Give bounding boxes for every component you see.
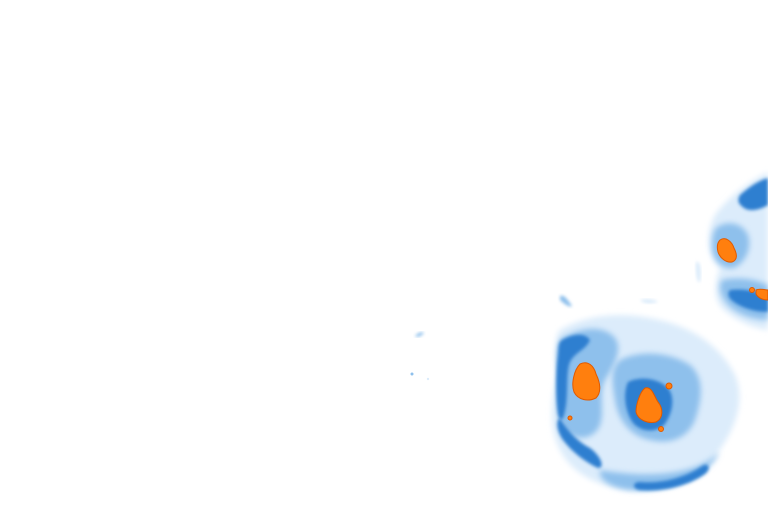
speck-6 <box>640 299 658 304</box>
peak-south-dot-1 <box>665 382 673 390</box>
region-south-high-rim-2 <box>557 418 602 468</box>
speck-2 <box>415 332 424 337</box>
speck-4 <box>426 377 430 381</box>
region-cluster-south <box>552 315 740 491</box>
peak-south-dot-3 <box>567 415 573 421</box>
peak-south-west <box>572 362 601 401</box>
peak-east-south <box>755 288 768 301</box>
speck-1 <box>560 295 572 307</box>
region-south-high-rim <box>556 334 590 420</box>
region-east-high <box>738 178 768 211</box>
peak-east-dot <box>749 287 755 293</box>
region-south-high-rim-3 <box>634 464 709 491</box>
region-scattered-specks <box>410 261 701 381</box>
region-south-mid-3 <box>599 452 720 491</box>
peak-south-center <box>635 387 663 423</box>
peak-south-dot-2 <box>658 426 664 432</box>
peak-east-north <box>716 238 737 263</box>
region-cluster-east <box>708 172 768 330</box>
speck-3 <box>410 372 414 376</box>
speck-5 <box>695 261 701 283</box>
